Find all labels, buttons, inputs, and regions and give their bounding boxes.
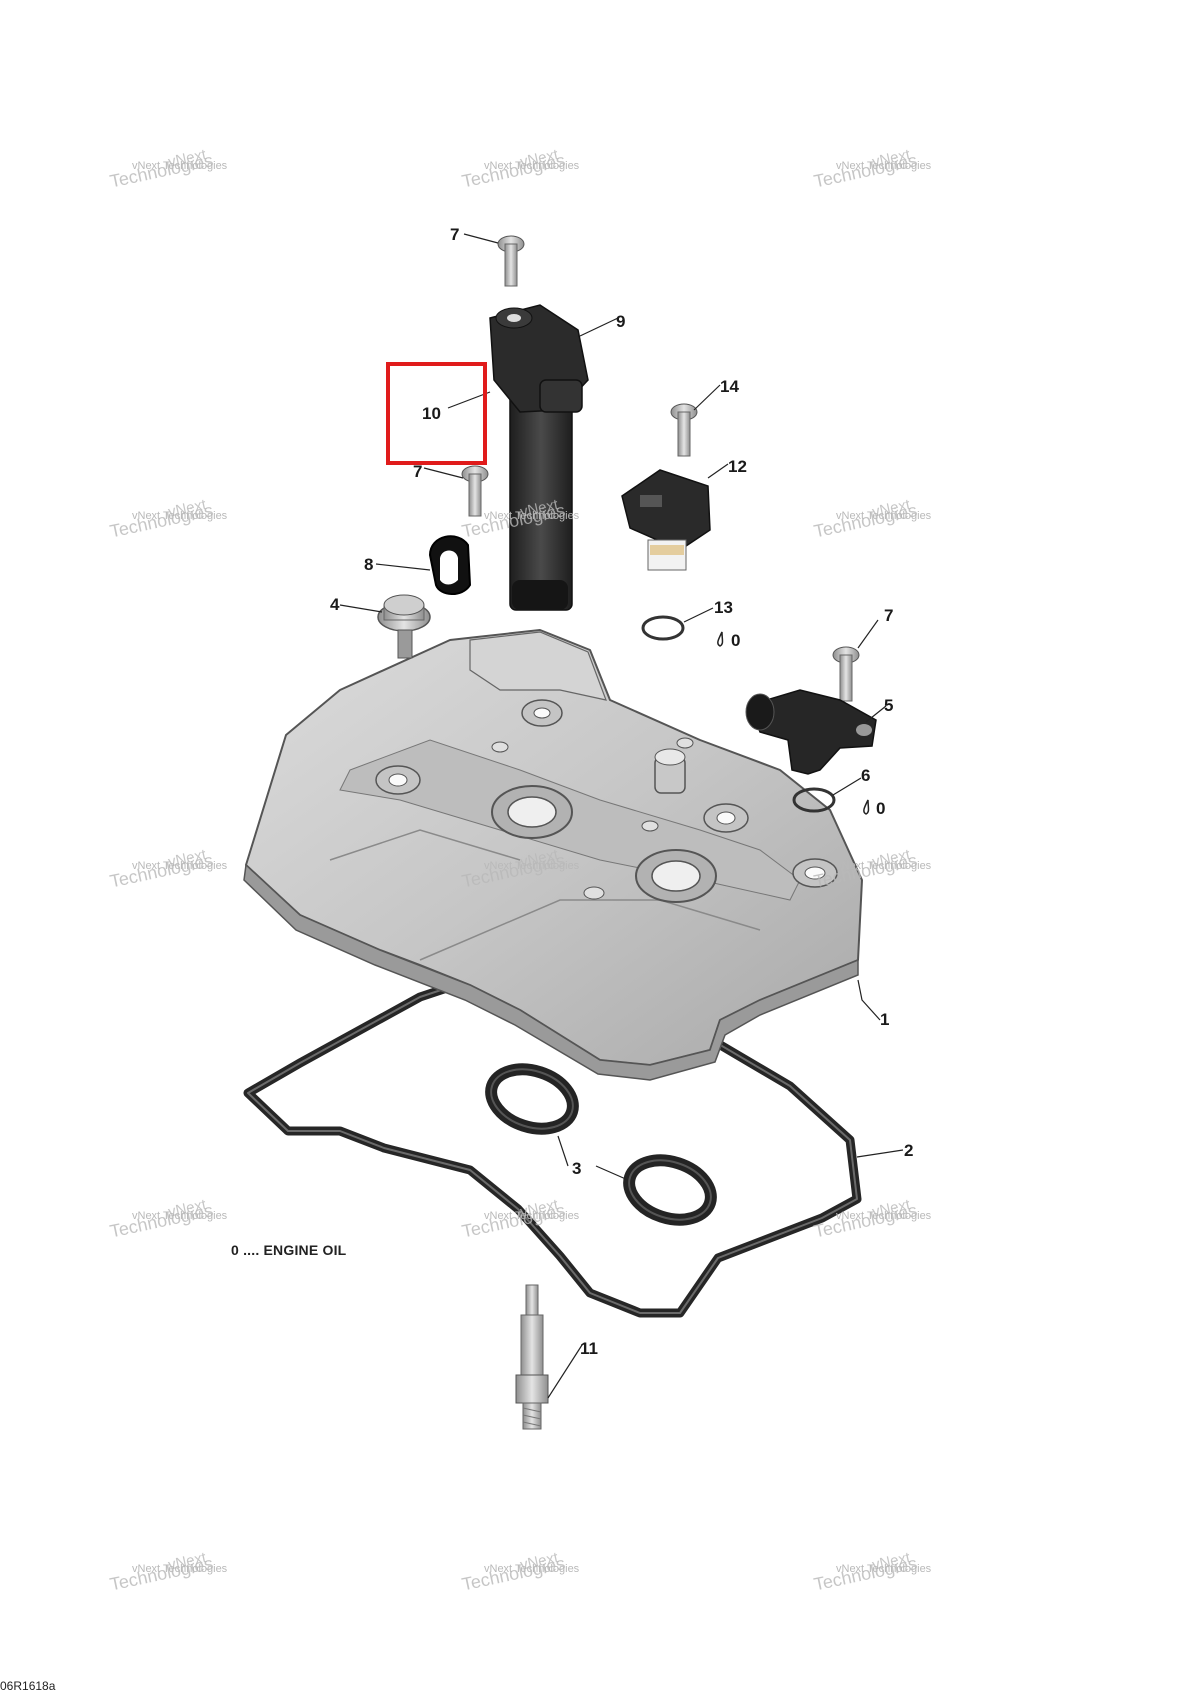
drawing-code: 06R1618a [0,1679,56,1693]
oil-drop-icon [863,799,870,815]
o-ring-13 [641,615,685,641]
leader-line [865,705,887,723]
callout-number: 6 [861,766,870,785]
callout-number: 3 [572,1159,581,1178]
callout-number: 8 [364,555,373,574]
callout-number: 7 [413,462,422,481]
callout-number: 14 [720,377,739,396]
callout-number: 1 [880,1010,889,1029]
bolt-top [497,235,525,287]
leader-line [857,619,879,649]
spark-plug [515,1284,549,1430]
callout-number: 12 [728,457,747,476]
oil-mark: 0 [876,799,885,818]
callout-number: 7 [884,606,893,625]
leader-line [463,233,499,244]
leader-line [423,467,464,479]
leader-line [856,1149,904,1158]
bolt-right [832,646,860,702]
leader-line [693,384,721,411]
leader-line [557,1135,569,1167]
spark-plug-tube-seals [485,1063,717,1226]
leader-line [547,1344,583,1399]
leader-line [579,317,619,337]
callout-number: 11 [580,1339,598,1358]
outlet-housing [745,689,877,775]
callout-number: 4 [330,595,340,614]
valve-cover [243,629,863,1081]
leader-lines [339,233,904,1399]
oil-drop-icon [717,631,724,647]
leader-line [707,463,729,479]
leader-line [375,563,431,571]
callout-number: 7 [450,225,459,244]
callout-number: 9 [616,312,625,331]
leader-line [832,777,862,796]
callout-number: 2 [904,1141,913,1160]
bolt-coil-bracket [461,465,489,517]
oil-filler-plug [377,594,431,659]
o-ring-6 [792,787,836,813]
bolt-sensor-14 [670,403,698,457]
camshaft-position-sensor [621,469,711,571]
callout-number: 10 [422,404,441,423]
engine-oil-legend: 0 .... ENGINE OIL [231,1242,347,1258]
ignition-coil [489,304,589,611]
highlight-box [386,362,487,465]
callout-number: 5 [884,696,893,715]
leader-line [683,607,714,623]
clamp-clip [428,535,472,595]
oil-mark: 0 [731,631,740,650]
callout-number: 13 [714,598,733,617]
leader-line [857,979,881,1021]
leader-line [595,1165,629,1181]
leader-line [339,604,383,613]
